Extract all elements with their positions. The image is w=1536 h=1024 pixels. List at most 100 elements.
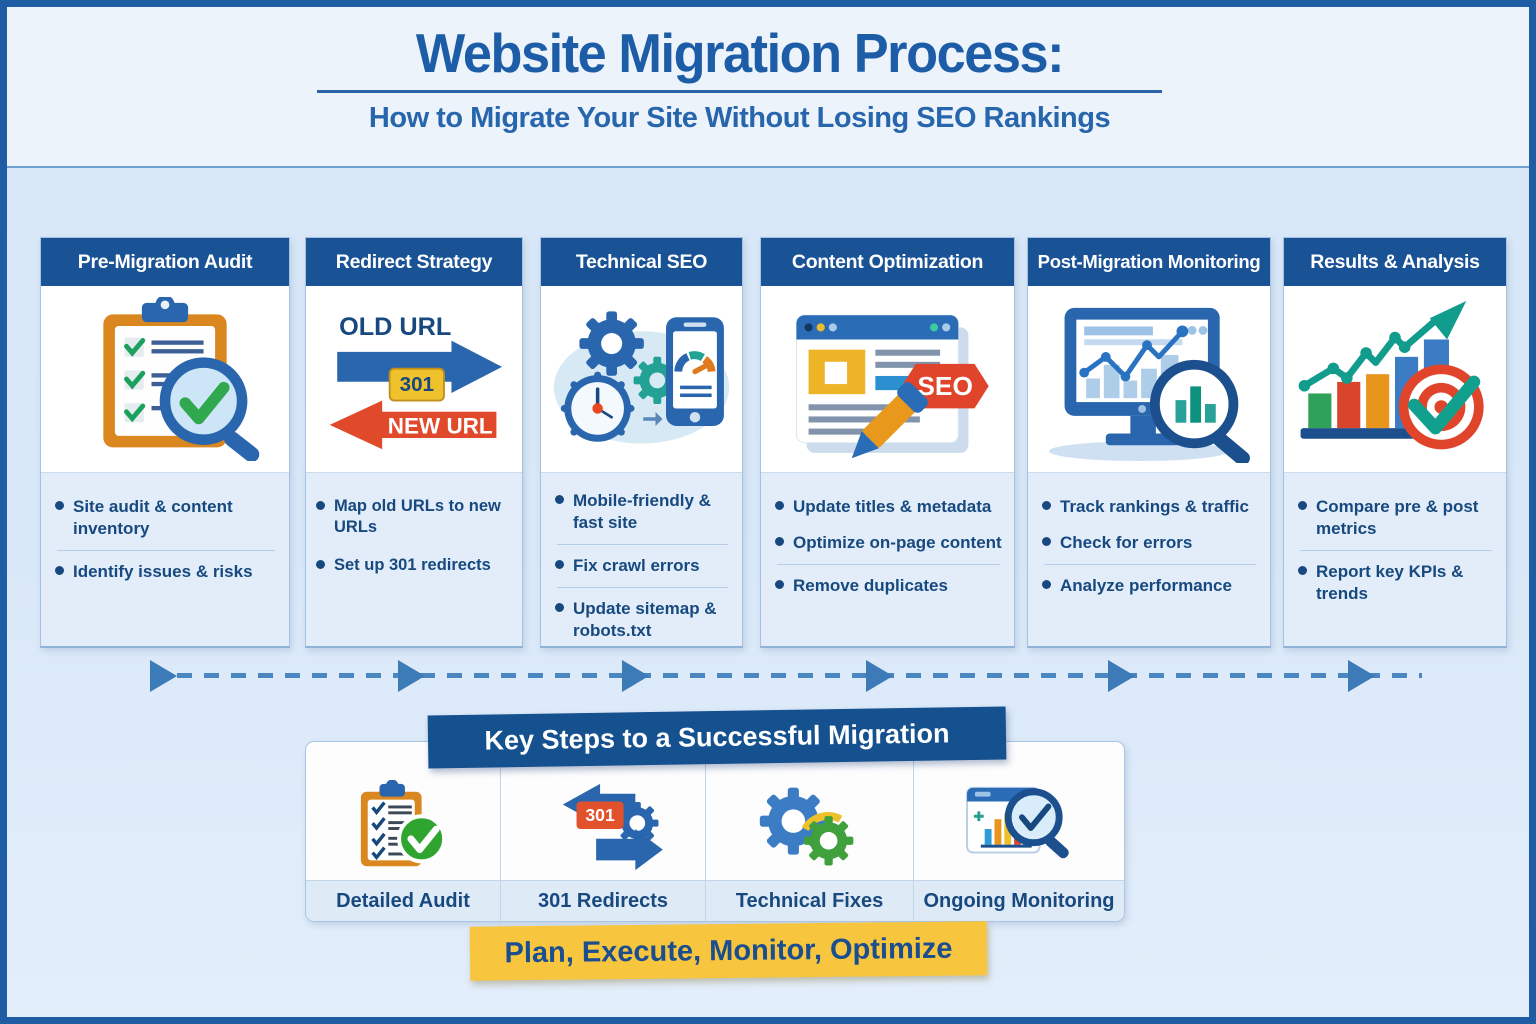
bullet-text: Optimize on-page content [793,533,1002,553]
key-step-label-text: Detailed Audit [336,889,470,912]
bullet-text: Update sitemap & robots.txt [573,599,717,641]
bullet-item: Analyze performance [1042,575,1258,597]
stage-card-content-optimization: Content Optimization SEO Update titles &… [760,237,1015,648]
title-block: Website Migration Process: How to Migrat… [317,22,1162,135]
bullet-dot [1042,537,1051,547]
redirect-arrows-gear-icon: 301 [562,783,667,871]
bullet-divider [1300,550,1492,552]
bullet-item: Update titles & metadata [775,496,1002,518]
bullet-text: Fix crawl errors [573,556,700,576]
bullet-item: Optimize on-page content [775,532,1002,554]
key-steps-banner-text: Key Steps to a Successful Migration [484,718,950,756]
bullet-item: Report key KPIs & trends [1298,561,1494,605]
bullet-text: Mobile-friendly & fast site [573,491,711,533]
bullet-text: Check for errors [1060,533,1193,553]
stage-card-redirect-strategy: Redirect Strategy OLD URL 301 NEW URL Ma… [305,237,523,648]
seo-badge-label: SEO [917,371,973,401]
stage-title-text: Pre-Migration Audit [77,250,253,273]
stage-card-title: Results & Analysis [1284,238,1506,286]
key-steps-panel: 301 Detailed Audit 301 Redirects Technic… [305,741,1125,922]
bullet-item: Track rankings & traffic [1042,496,1258,518]
title-divider [317,89,1162,93]
bullet-dot [1298,566,1307,576]
stage-card-results-analysis: Results & Analysis Compare pre & post me… [1283,237,1507,648]
gears-icon [745,780,864,876]
flow-arrowhead-icon [866,660,893,692]
bullet-item: Mobile-friendly & fast site [555,490,730,534]
key-step-label: 301 Redirects [501,880,706,921]
flow-arrowhead-icon [622,660,649,692]
bullet-text: Analyze performance [1060,576,1232,596]
key-step-label: Technical Fixes [706,880,914,921]
bullet-item: Fix crawl errors [555,555,730,577]
bullet-text: Identify issues & risks [73,562,253,582]
stage-card-title: Content Optimization [761,238,1014,286]
bullet-divider [1044,564,1256,566]
flow-arrowhead-icon [1348,660,1375,692]
bullet-text: Compare pre & post metrics [1316,497,1479,539]
bullet-dot [1298,501,1307,510]
bullet-text: Report key KPIs & trends [1316,562,1464,604]
clipboard-check-icon [360,780,447,867]
growth-bar-chart-target-check-icon [1284,286,1506,473]
stage-card-technical-seo: Technical SEO [540,237,743,648]
bullet-text: Set up 301 redirects [334,555,491,574]
stage-title-text: Results & Analysis [1310,250,1480,273]
bullet-dot [775,537,784,547]
stage-bullet-list: Mobile-friendly & fast site Fix crawl er… [541,473,742,657]
stage-bullet-list: Site audit & content inventory Identify … [41,473,289,598]
bullet-divider [57,550,275,552]
stage-bullet-list: Map old URLs to new URLs Set up 301 redi… [306,473,522,591]
stage-card-pre-migration-audit: Pre-Migration Audit [40,237,290,648]
old-url-label: OLD URL [339,313,451,341]
301-badge-label: 301 [400,373,434,396]
key-step-label-text: Ongoing Monitoring [923,889,1115,912]
monitor-analytics-magnifier-icon [1028,286,1270,473]
bullet-divider [777,564,1000,566]
key-step-label-text: 301 Redirects [537,889,669,912]
bullet-item: Set up 301 redirects [316,555,516,576]
old-new-url-redirect-arrows-icon: OLD URL 301 NEW URL [306,286,522,473]
chart-magnifier-icon [966,786,1069,859]
bullet-text: Map old URLs to new URLs [334,497,501,537]
key-step-label-text: Technical Fixes [735,889,884,912]
summary-banner-text: Plan, Execute, Monitor, Optimize [504,932,953,969]
stage-card-title: Post-Migration Monitoring [1028,238,1270,286]
stage-card-title: Technical SEO [541,238,742,286]
key-step-301-redirects: 301 [501,742,706,880]
header-band: Website Migration Process: How to Migrat… [7,7,1529,168]
bullet-item: Remove duplicates [775,575,1002,597]
key-steps-banner: Key Steps to a Successful Migration [427,706,1007,769]
stage-bullet-list: Update titles & metadata Optimize on-pag… [761,473,1014,612]
page-title: Website Migration Process: [415,22,1065,84]
stage-card-title: Redirect Strategy [306,238,522,286]
key-step-label: Ongoing Monitoring [914,880,1124,921]
page-subtitle: How to Migrate Your Site Without Losing … [368,101,1111,134]
key-step-ongoing-monitoring [914,742,1124,880]
new-url-label: NEW URL [388,413,493,438]
key-step-detailed-audit [306,742,501,880]
summary-banner: Plan, Execute, Monitor, Optimize [469,921,988,981]
bullet-dot [55,501,64,510]
webpage-pencil-seo-badge-icon: SEO [761,286,1014,473]
stage-title-text: Post-Migration Monitoring [1037,251,1261,272]
bullet-item: Map old URLs to new URLs [316,496,516,539]
bullet-dot [1042,501,1051,510]
301-badge-label: 301 [585,805,615,825]
stage-bullet-list: Compare pre & post metrics Report key KP… [1284,473,1506,620]
bullet-dot [316,501,325,510]
process-flow-dashed-line [150,673,1422,678]
stage-title-text: Content Optimization [791,250,984,273]
bullet-item: Update sitemap & robots.txt [555,598,730,642]
bullet-text: Site audit & content inventory [73,497,233,539]
bullet-dot [1042,580,1051,590]
flow-arrowhead-icon [150,660,177,692]
gears-stopwatch-mobile-speedometer-icon [541,286,742,473]
bullet-divider [557,544,728,546]
bullet-text: Update titles & metadata [793,497,992,516]
bullet-item: Site audit & content inventory [55,496,277,540]
key-step-label: Detailed Audit [306,880,501,921]
stage-title-text: Technical SEO [575,250,708,273]
stage-card-title: Pre-Migration Audit [41,238,289,286]
bullet-item: Identify issues & risks [55,561,277,583]
